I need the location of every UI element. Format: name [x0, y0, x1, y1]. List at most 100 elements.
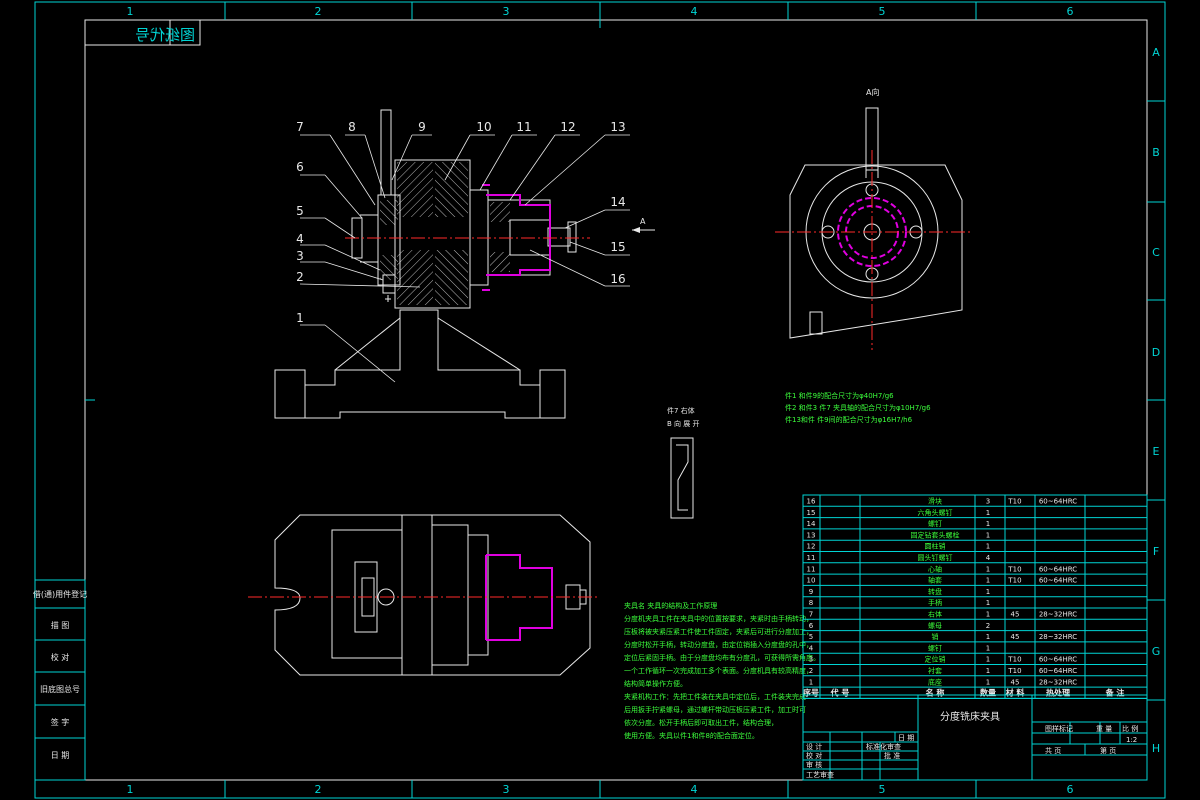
bom-cell-name: 圆头钉螺钉 [918, 553, 953, 562]
description-note: 后用扳手拧紧螺母，通过螺杆带动压板压紧工件，加工时可 [624, 705, 806, 714]
fit-note: 件13和件 件9间的配合尺寸为φ16H7/h6 [785, 415, 913, 424]
col-label: 3 [503, 5, 510, 18]
bom-cell-name: 滑块 [928, 497, 942, 506]
bom-cell-no: 1 [809, 678, 813, 686]
balloon-number: 13 [610, 120, 625, 134]
bom-cell-qty: 1 [986, 644, 990, 652]
side-registration-box [34, 579, 86, 781]
bom-cell-no: 11 [807, 554, 816, 562]
row-label: B [1152, 146, 1160, 159]
col-label: 6 [1067, 5, 1074, 18]
bom-cell-name: 固定钻套头螺栓 [911, 530, 960, 539]
side-box-label: 校 对 [51, 652, 70, 662]
sign-col-label: 日 期 [898, 734, 914, 742]
zone-ticks [85, 2, 1165, 798]
col-label: 2 [315, 783, 322, 796]
bom-cell-no: 10 [807, 577, 816, 585]
sign-row-label: 校 对 [806, 751, 822, 760]
bom-cell-qty: 2 [986, 622, 990, 630]
col-label: 1 [127, 5, 134, 18]
bom-cell-name: 手柄 [928, 598, 942, 607]
description-note: 夹具名 夹具的结构及工作原理 [624, 601, 717, 610]
front-section-view [274, 109, 577, 419]
row-label: E [1153, 445, 1160, 458]
bom-cell-qty: 1 [986, 543, 990, 551]
sheet-number: 第 页 [1100, 746, 1116, 755]
bom-header: 数量 [980, 688, 996, 698]
bom-cell-no: 13 [807, 531, 816, 539]
title-block-label: 图样标记 [1045, 724, 1073, 733]
row-label: C [1152, 246, 1160, 259]
balloon-number: 5 [296, 204, 304, 218]
bom-cell-name: 六角头螺钉 [918, 508, 953, 517]
fit-note: 件1 和件9的配合尺寸为φ40H7/g6 [785, 391, 894, 400]
bom-header: 材 料 [1006, 688, 1025, 698]
title-block-grid [802, 694, 1148, 781]
bom-cell-no: 3 [809, 656, 813, 664]
side-box-label: 描 图 [51, 620, 70, 630]
bom-table-grid [802, 494, 1148, 699]
balloon-number: 9 [418, 120, 426, 134]
bom-cell-name: 右体 [928, 610, 942, 619]
top-view [274, 514, 591, 676]
bom-cell-heat-treatment: 60~64HRC [1039, 656, 1077, 664]
bom-cell-qty: 3 [986, 498, 990, 506]
bom-cell-qty: 1 [986, 678, 990, 686]
balloon-number: 8 [348, 120, 356, 134]
row-label: G [1152, 645, 1161, 658]
balloon-number: 3 [296, 249, 304, 263]
drawing-name: 分度铣床夹具 [940, 710, 1000, 723]
balloon-number: 2 [296, 270, 304, 284]
bom-cell-material: T10 [1007, 667, 1021, 675]
description-note: 压板将被夹紧压紧工件使工件固定，夹紧后可进行分度加工， [624, 627, 813, 636]
bom-header: 名 称 [926, 688, 945, 698]
bom-cell-material: T10 [1007, 498, 1021, 506]
bom-cell-qty: 1 [986, 588, 990, 596]
a-view [789, 107, 963, 339]
bom-cell-heat-treatment: 28~32HRC [1039, 678, 1077, 686]
sign-row-label: 工艺审查 [806, 770, 834, 779]
bom-cell-name: 轴套 [928, 576, 942, 585]
bom-header: 备 注 [1105, 688, 1125, 698]
drawing-code-mirrored: 图纸代号 [135, 26, 195, 44]
a-view-title: A向 [866, 87, 879, 97]
col-label: 5 [879, 5, 886, 18]
bom-cell-name: 衬套 [928, 666, 942, 675]
bom-cell-name: 销 [932, 632, 939, 641]
bom-cell-qty: 1 [986, 611, 990, 619]
bom-cell-qty: 1 [986, 633, 990, 641]
bom-header: 热处理 [1046, 688, 1070, 698]
bom-cell-no: 12 [807, 543, 816, 551]
row-label: F [1153, 545, 1159, 558]
balloon-number: 14 [610, 195, 625, 209]
bom-cell-material: 45 [1011, 678, 1020, 686]
sign-row-label: 审 核 [806, 760, 822, 769]
bom-cell-no: 7 [809, 611, 813, 619]
bom-cell-no: 14 [807, 520, 816, 528]
bom-cell-qty: 1 [986, 577, 990, 585]
bom-cell-name: 定位销 [925, 655, 946, 664]
bom-cell-no: 15 [807, 509, 816, 517]
scale-value: 1:2 [1126, 736, 1137, 744]
title-block-label: 比 例 [1122, 724, 1138, 733]
sign-col-label: 标准化审查 [866, 742, 901, 751]
part-caption: B 向 展 开 [667, 419, 699, 428]
bom-cell-no: 11 [807, 565, 816, 573]
description-note: 结构简单操作方便。 [624, 679, 687, 688]
bom-cell-qty: 4 [986, 554, 991, 562]
balloon-number: 6 [296, 160, 304, 174]
bom-cell-qty: 1 [986, 656, 990, 664]
balloon-number: 16 [610, 272, 625, 286]
description-note: 一个工作循环一次完成加工多个表面。分度机具有较高精度， [624, 666, 813, 675]
bom-cell-qty: 1 [986, 520, 990, 528]
bom-cell-name: 转盘 [928, 587, 942, 596]
bom-header: 序号 [803, 688, 819, 698]
bom-cell-heat-treatment: 28~32HRC [1039, 611, 1077, 619]
balloon-number: 7 [296, 120, 304, 134]
title-block-label: 重 量 [1096, 725, 1112, 733]
bom-cell-name: 心轴 [928, 564, 942, 573]
row-label: D [1152, 346, 1160, 359]
bom-cell-name: 螺钉 [928, 643, 942, 652]
